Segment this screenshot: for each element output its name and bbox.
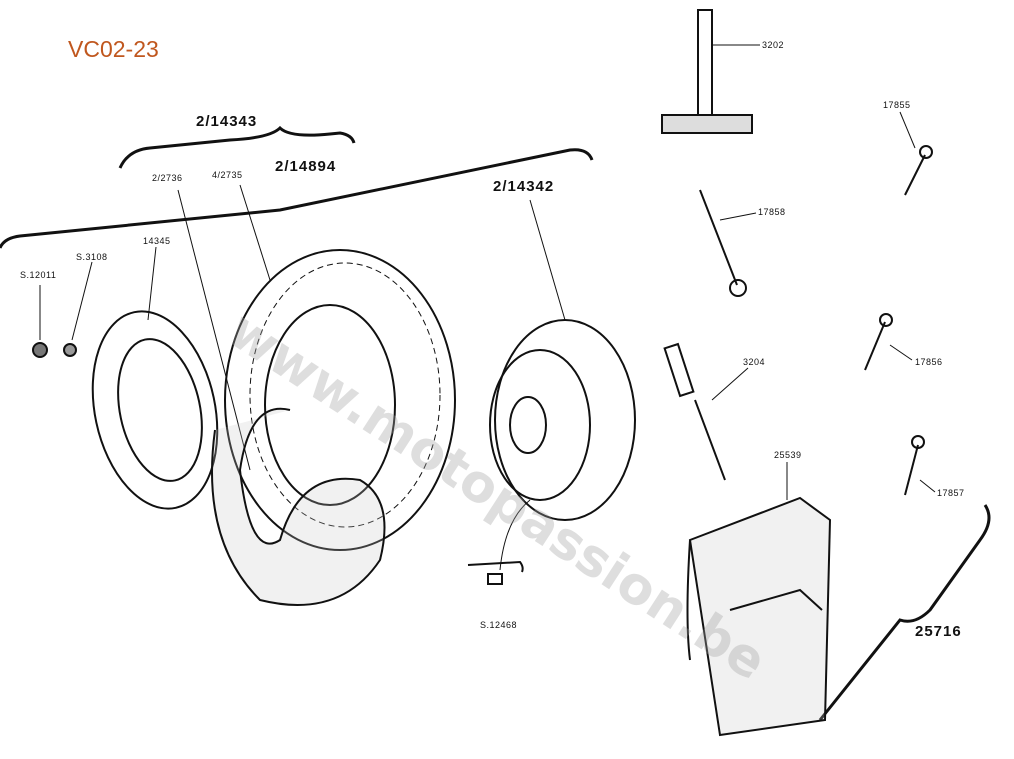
label-rim-half-front: 14345	[143, 236, 171, 246]
bracket-2-14343	[118, 125, 356, 169]
inner-tube-2-2736	[211, 407, 386, 606]
spanner-17855	[904, 145, 933, 196]
label-spanner-b: 17858	[758, 207, 786, 217]
label-screwdriver: 3204	[743, 357, 766, 367]
screwdriver-3204	[663, 342, 726, 481]
diagram-code: VC02-23	[68, 36, 159, 62]
label-tool-bag: 25539	[774, 450, 802, 460]
label-spanner-a: 17855	[883, 100, 911, 110]
spanner-17857	[904, 435, 925, 496]
bracket-25716	[818, 504, 991, 721]
label-stud: S.12468	[480, 620, 518, 630]
tool-bag-25539	[686, 496, 832, 737]
label-socket-wrench: 3202	[762, 40, 785, 50]
label-wheel-assembly: 2/14343	[196, 113, 258, 130]
label-inner-tube: 2/2736	[152, 173, 183, 183]
spanner-17858	[699, 189, 747, 297]
socket-wrench-3202	[661, 9, 753, 134]
stud-s12468	[487, 573, 503, 585]
label-washer: S.3108	[76, 252, 108, 262]
spanner-17856	[864, 313, 893, 371]
label-tyre-small: 4/2735	[212, 170, 243, 180]
label-rim-half-rear: 2/14342	[493, 178, 555, 195]
label-spanner-d: 17857	[937, 488, 965, 498]
rim-2-14342	[494, 319, 636, 521]
tyre-2-14894	[224, 249, 456, 551]
label-tool-kit: 25716	[915, 623, 962, 640]
bracket-2-14894	[0, 148, 594, 249]
label-tyre: 2/14894	[275, 158, 337, 175]
label-nut: S.12011	[20, 270, 57, 280]
rim-14345	[91, 310, 219, 510]
washer-s3108	[63, 343, 77, 357]
label-spanner-c: 17856	[915, 357, 943, 367]
nut-s12011	[32, 342, 48, 358]
bracket-s12468	[467, 560, 524, 573]
